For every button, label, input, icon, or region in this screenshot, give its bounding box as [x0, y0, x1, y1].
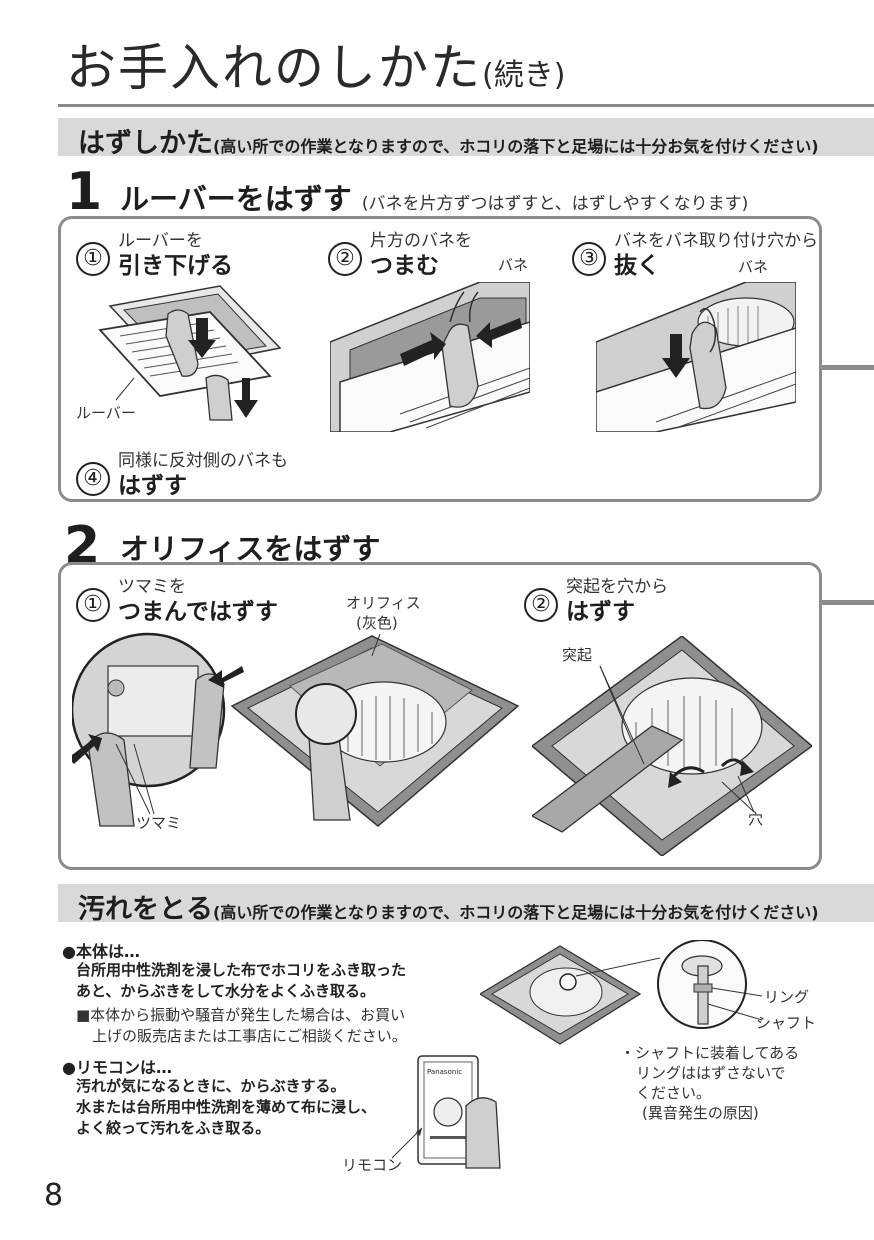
- substep-1-3-small: バネをバネ取り付け穴から: [614, 231, 818, 251]
- substep-1-4-big: はずす: [118, 473, 187, 499]
- remote-brand: Panasonic: [427, 1068, 463, 1076]
- substep-1-1-small: ルーバーを: [118, 231, 203, 251]
- label-protrusion: 突起: [562, 646, 593, 664]
- cleaning-heading-text: 汚れをとる: [78, 894, 213, 925]
- removal-heading-band: [58, 118, 874, 156]
- page-title-sub: (続き): [482, 58, 566, 93]
- detail-note-4: (異音発生の原因): [642, 1104, 759, 1122]
- page-number: 8: [44, 1178, 64, 1213]
- cleaning-heading: 汚れをとる(高い所での作業となりますので、ホコリの落下と足場には十分お気を付けく…: [78, 887, 819, 926]
- substep-1-1-number: ①: [76, 242, 110, 276]
- orifice-knob-illustration: [72, 632, 520, 827]
- label-shaft: シャフト: [756, 1014, 817, 1032]
- louver-pull-illustration: [98, 285, 282, 421]
- label-knob: ツマミ: [136, 814, 182, 832]
- removal-heading-text: はずしかた: [78, 128, 213, 159]
- body-line-1: 台所用中性洗剤を浸した布でホコリをふき取った: [76, 961, 407, 979]
- substep-1-2-small: 片方のバネを: [370, 231, 472, 251]
- substep-1-1-big: 引き下げる: [118, 253, 233, 279]
- substep-2-1-big: つまんではずす: [118, 599, 278, 625]
- detail-note-2: リングははずさないで: [636, 1064, 786, 1082]
- detail-note-3: ください。: [636, 1084, 712, 1102]
- substep-1-4-number: ④: [76, 462, 110, 496]
- removal-heading: はずしかた(高い所での作業となりますので、ホコリの落下と足場には十分お気を付けく…: [78, 121, 819, 160]
- substep-1-4-small: 同様に反対側のバネも: [118, 451, 288, 471]
- label-spring-b: バネ: [738, 258, 769, 276]
- cleaning-heading-note: (高い所での作業となりますので、ホコリの落下と足場には十分お気を付けください): [213, 903, 819, 922]
- main-unit-detail-illustration: [480, 940, 763, 1045]
- label-orifice: オリフィス: [346, 594, 421, 612]
- substep-2-2-number: ②: [524, 588, 558, 622]
- detail-note-1: ・シャフトに装着してある: [620, 1044, 800, 1062]
- orifice-protrusion-illustration: [532, 636, 812, 856]
- body-note-1: ■本体から振動や騒音が発生した場合は、お買い: [76, 1006, 406, 1024]
- remove-spring-illustration: [596, 282, 796, 432]
- body-line-2: あと、からぶきをして水分をよくふき取る。: [76, 982, 375, 1000]
- remote-line-3: よく絞って汚れをふき取る。: [76, 1119, 271, 1137]
- substep-2-2-big: はずす: [566, 599, 635, 625]
- substep-2-2-small: 突起を穴から: [566, 577, 668, 597]
- remote-line-1: 汚れが気になるときに、からぶきする。: [76, 1077, 346, 1095]
- label-orifice-color: (灰色): [356, 614, 398, 632]
- label-louver: ルーバー: [76, 404, 136, 422]
- step1-number: 1: [66, 162, 103, 222]
- substep-1-3-number: ③: [572, 242, 606, 276]
- step1-title: ルーバーをはずす (バネを片方ずつはずすと、はずしやすくなります): [120, 176, 748, 218]
- remote-line-2: 水または台所用中性洗剤を薄めて布に浸し、: [76, 1098, 377, 1116]
- step2-side-bar: [822, 600, 874, 605]
- remote-heading: ●リモコンは…: [62, 1058, 172, 1077]
- label-hole: 穴: [748, 810, 764, 828]
- label-ring: リング: [764, 988, 810, 1006]
- step1-side-bar: [822, 365, 874, 370]
- step1-title-text: ルーバーをはずす: [120, 182, 352, 216]
- remote-leader-line: [391, 1127, 423, 1159]
- substep-1-2-number: ②: [328, 242, 362, 276]
- cleaning-heading-band: [58, 884, 874, 922]
- title-rule: [58, 104, 874, 107]
- step2-title: オリフィスをはずす: [120, 532, 381, 566]
- substep-1-2-big: つまむ: [370, 253, 439, 279]
- page-title-main: お手入れのしかた: [66, 39, 482, 97]
- label-spring-a: バネ: [498, 256, 529, 274]
- substep-1-3-big: 抜く: [614, 253, 660, 279]
- body-note-2: 上げの販売店または工事店にご相談ください。: [92, 1027, 407, 1045]
- remote-illustration: [417, 1055, 501, 1169]
- pinch-spring-illustration: [330, 282, 530, 432]
- body-heading: ●本体は…: [62, 942, 140, 961]
- substep-2-1-small: ツマミを: [118, 577, 186, 597]
- substep-2-1-number: ①: [76, 588, 110, 622]
- page-title: お手入れのしかた(続き): [66, 28, 565, 100]
- label-remote: リモコン: [342, 1156, 403, 1174]
- step1-note: (バネを片方ずつはずすと、はずしやすくなります): [361, 194, 749, 214]
- removal-heading-note: (高い所での作業となりますので、ホコリの落下と足場には十分お気を付けください): [213, 137, 819, 156]
